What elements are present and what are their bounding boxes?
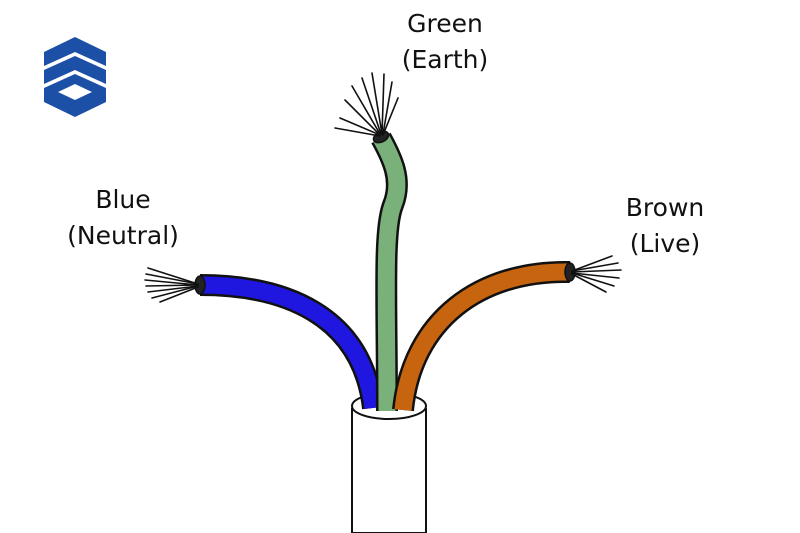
blue-wire <box>144 267 384 410</box>
cable-sheath <box>351 392 427 533</box>
green-wire <box>334 72 408 412</box>
company-logo-icon <box>44 37 106 117</box>
brown-wire-label: Brown (Live) <box>600 190 730 262</box>
blue-wire-role: (Neutral) <box>67 221 179 250</box>
green-wire-name: Green <box>407 9 483 38</box>
blue-wire-strands <box>144 267 199 303</box>
green-wire-role: (Earth) <box>401 45 489 74</box>
brown-wire-name: Brown <box>625 193 705 222</box>
brown-wire-role: (Live) <box>629 229 701 258</box>
green-wire-strands <box>334 72 399 137</box>
blue-wire-label: Blue (Neutral) <box>48 182 198 254</box>
brown-wire-strands <box>571 255 622 293</box>
green-wire-label: Green (Earth) <box>380 6 510 78</box>
blue-wire-name: Blue <box>95 185 151 214</box>
brown-wire <box>392 255 622 412</box>
